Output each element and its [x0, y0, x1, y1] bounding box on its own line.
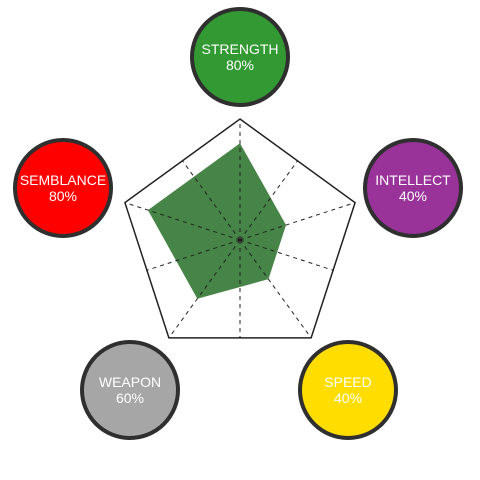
stat-intellect-name: INTELLECT — [375, 172, 451, 188]
radar-gridline — [239, 239, 334, 271]
stat-strength-name: STRENGTH — [201, 41, 279, 57]
radar-gridline — [239, 160, 298, 241]
stat-intellect-value: 40% — [398, 188, 428, 204]
stat-strength-circle: STRENGTH 80% — [190, 7, 290, 107]
stat-semblance-circle: SEMBLANCE 80% — [13, 138, 113, 238]
stat-speed-circle: SPEED 40% — [298, 340, 398, 440]
stat-semblance-name: SEMBLANCE — [19, 172, 107, 188]
stat-strength-value: 80% — [225, 57, 255, 73]
radar-gridline — [146, 239, 241, 271]
stat-intellect-circle: INTELLECT 40% — [363, 138, 463, 238]
stat-weapon-value: 60% — [115, 390, 145, 406]
stat-speed-name: SPEED — [324, 374, 372, 390]
radar-gridline — [182, 160, 241, 241]
radar-layer — [124, 118, 356, 339]
stat-weapon-name: WEAPON — [98, 374, 162, 390]
radar-series-area — [147, 143, 287, 299]
stat-weapon-circle: WEAPON 60% — [80, 340, 180, 440]
stat-semblance-value: 80% — [48, 188, 78, 204]
stat-speed-value: 40% — [333, 390, 363, 406]
